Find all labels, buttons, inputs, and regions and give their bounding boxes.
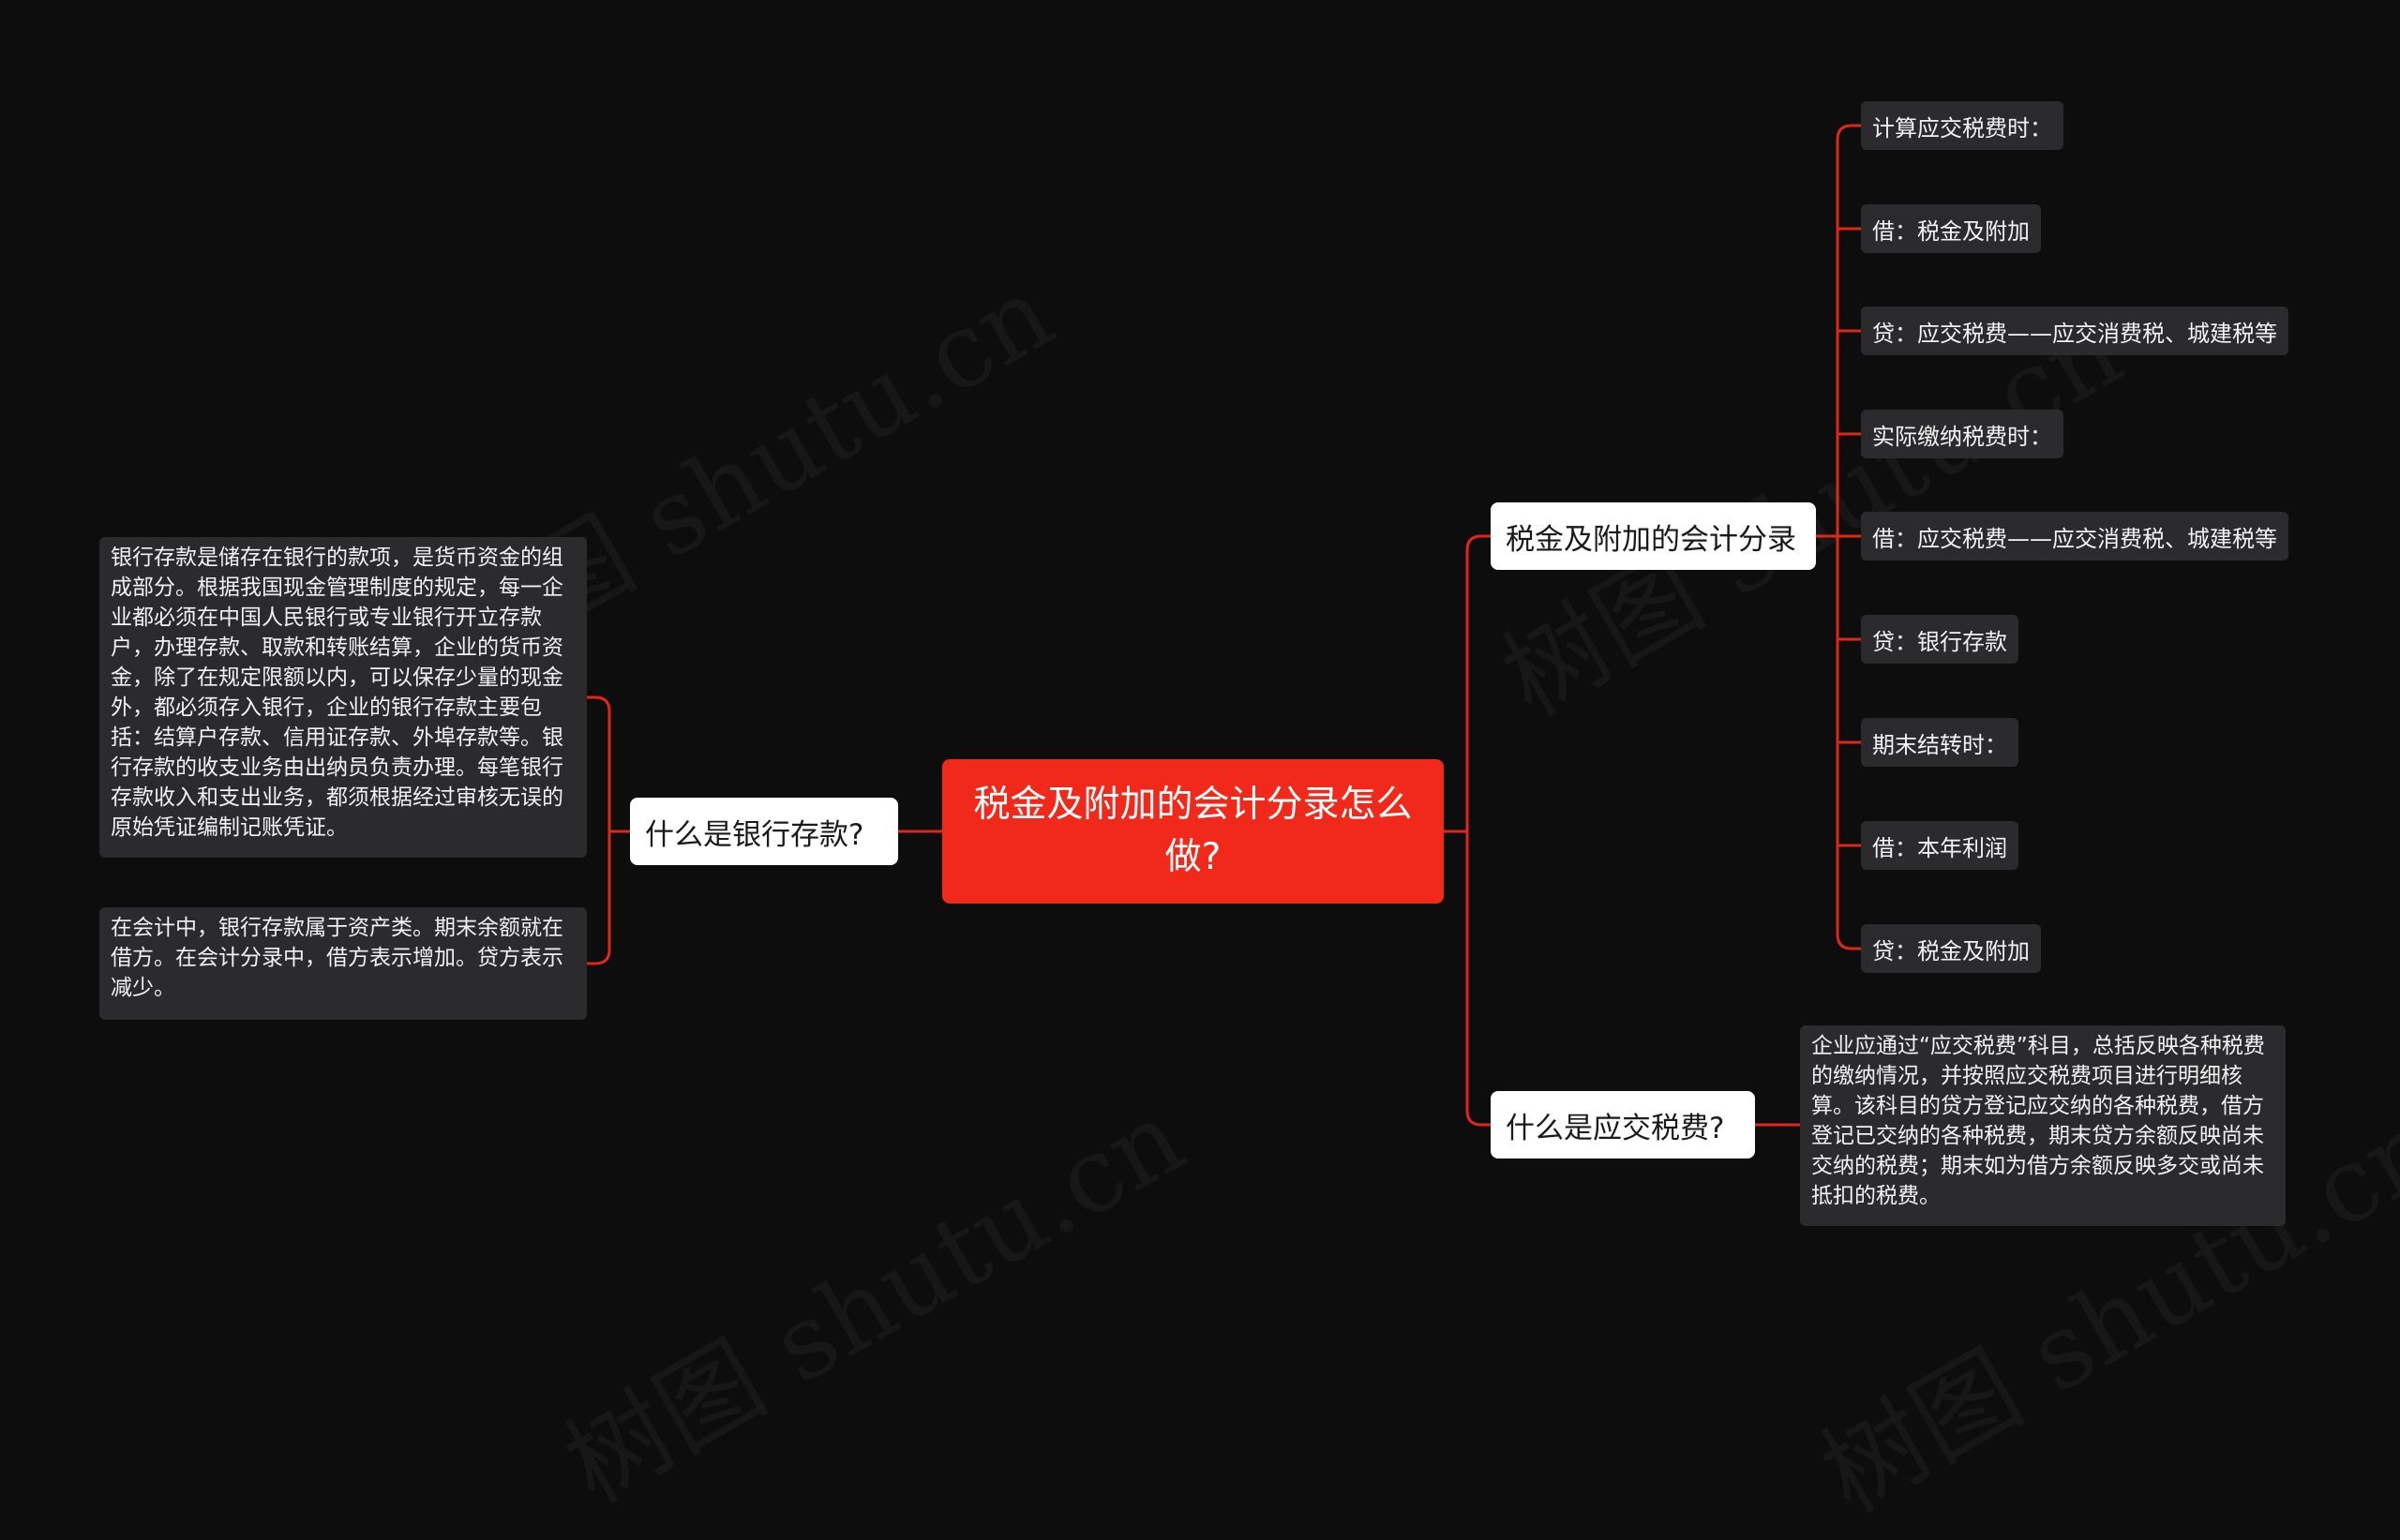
leaf-item[interactable]: 贷：银行存款 — [1861, 615, 2018, 664]
paragraph-bank-deposit-definition[interactable]: 银行存款是储存在银行的款项，是货币资金的组成部分。根据我国现金管理制度的规定，每… — [99, 537, 587, 858]
leaf-item[interactable]: 借：本年利润 — [1861, 821, 2018, 870]
watermark: 树图 shutu.cn — [533, 1056, 1206, 1531]
leaf-item[interactable]: 借：税金及附加 — [1861, 204, 2041, 253]
connector-to-branch-2 — [1465, 1110, 1491, 1127]
paragraph-bank-deposit-accounting[interactable]: 在会计中，银行存款属于资产类。期末余额就在借方。在会计分录中，借方表示增加。贷方… — [99, 907, 587, 1020]
branch-bank-deposit[interactable]: 什么是银行存款? — [630, 798, 898, 865]
branch-taxes-payable[interactable]: 什么是应交税费? — [1491, 1091, 1755, 1159]
mindmap-canvas: 树图 shutu.cn 树图 shutu.cn 树图 shutu.cn 树图 s… — [99, 101, 2400, 1535]
paragraph-taxes-payable[interactable]: 企业应通过“应交税费”科目，总括反映各种税费的缴纳情况，并按照应交税费项目进行明… — [1800, 1025, 2286, 1226]
leaf-item[interactable]: 贷：税金及附加 — [1861, 924, 2041, 973]
connector-left-para-1 — [587, 695, 611, 712]
leaf-item[interactable]: 贷：应交税费——应交消费税、城建税等 — [1861, 307, 2288, 355]
leaf-item[interactable]: 借：应交税费——应交消费税、城建税等 — [1861, 512, 2288, 561]
leaf-item[interactable]: 期末结转时： — [1861, 718, 2018, 767]
root-topic[interactable]: 税金及附加的会计分录怎么做? — [942, 759, 1444, 904]
connector-left-para-2 — [587, 949, 611, 965]
connector-leaf-9 — [1836, 934, 1861, 950]
connector-leaf-1 — [1836, 124, 1861, 141]
branch-accounting-entries[interactable]: 税金及附加的会计分录 — [1491, 502, 1816, 570]
connector-to-branch-1 — [1465, 534, 1491, 551]
leaf-item[interactable]: 实际缴纳税费时： — [1861, 410, 2063, 458]
leaf-item[interactable]: 计算应交税费时： — [1861, 101, 2063, 150]
